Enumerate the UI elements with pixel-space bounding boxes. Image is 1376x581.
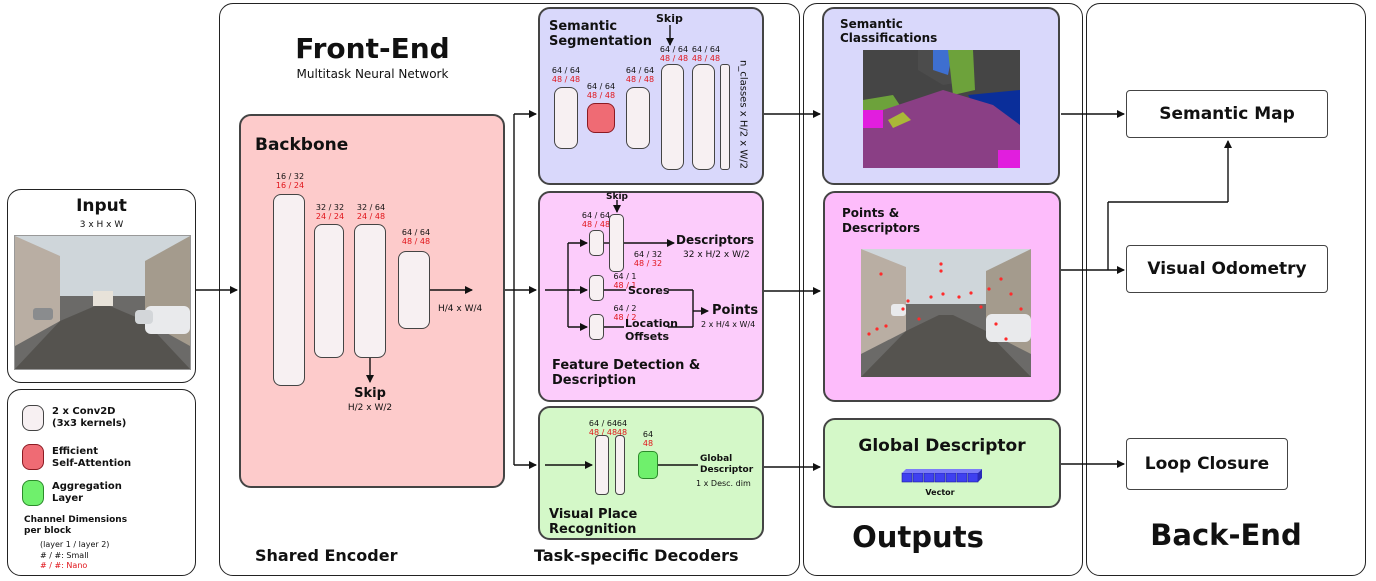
points-dims: 2 x H/4 x W/4: [701, 320, 756, 329]
points-image: [861, 249, 1031, 377]
descriptors-label: Descriptors: [676, 233, 755, 247]
vpr-decoder-title: Visual Place Recognition: [549, 507, 638, 537]
location-offsets-label: Location Offsets: [625, 317, 678, 343]
feature-block-1b: [609, 214, 624, 272]
outputs-title: Outputs: [852, 520, 984, 554]
semantic-map-box: [1126, 90, 1328, 138]
loop-closure-label: Loop Closure: [1144, 454, 1270, 474]
input-dims: 3 x H x W: [79, 220, 124, 230]
semantic-block-4: [661, 64, 684, 170]
feature-block-offsets: [589, 314, 604, 340]
loop-closure-box: [1126, 438, 1288, 490]
vector-label: Vector: [925, 488, 955, 497]
vpr-block-1: [595, 435, 609, 495]
legend-aggregation-label: Aggregation Layer: [52, 481, 122, 504]
vpr-aggregation-block: [638, 451, 658, 479]
scores-label: Scores: [628, 284, 670, 297]
feature-block-scores: [589, 275, 604, 301]
backbone-block-4: [398, 251, 430, 329]
semantic-segmentation-image: [863, 50, 1020, 168]
feature-skip-label: Skip: [606, 192, 628, 202]
legend-conv-label: 2 x Conv2D (3x3 kernels): [52, 406, 127, 429]
feature-decoder-title: Feature Detection & Description: [552, 358, 701, 388]
legend-aggregation-swatch: [22, 480, 44, 506]
semantic-block-1: [554, 87, 578, 149]
semantic-decoder-title: Semantic Segmentation: [549, 19, 652, 49]
descriptors-dims: 32 x H/2 x W/2: [683, 250, 750, 260]
visual-odometry-box: [1126, 245, 1328, 293]
points-output-title: Points & Descriptors: [842, 206, 921, 235]
decoders-label: Task-specific Decoders: [534, 546, 739, 565]
semantic-skip-label: Skip: [656, 12, 683, 25]
backbone-skip-dims: H/2 x W/2: [347, 403, 393, 413]
global-output-title: Global Descriptor: [858, 436, 1026, 456]
legend-channel-format: (layer 1 / layer 2): [40, 540, 110, 549]
feature-decoder-box: [538, 191, 764, 402]
legend-attention-label: Efficient Self-Attention: [52, 446, 132, 469]
semantic-map-label: Semantic Map: [1159, 104, 1295, 124]
legend-small: # / #: Small: [40, 551, 89, 560]
semantic-block-3: [626, 87, 650, 149]
semantic-output-title: Semantic Classifications: [840, 17, 938, 45]
visual-odometry-label: Visual Odometry: [1147, 259, 1307, 279]
backbone-output-dims: H/4 x W/4: [438, 304, 483, 314]
front-end-title: Front-End: [295, 32, 450, 65]
semantic-output-block: [720, 64, 730, 170]
global-output-box: [823, 418, 1061, 508]
vector-icon: [901, 469, 982, 483]
front-end-subtitle: Multitask Neural Network: [296, 67, 449, 81]
feature-block-1a: [589, 230, 604, 256]
vpr-block-2: [615, 435, 625, 495]
backbone-title: Backbone: [255, 135, 349, 155]
backbone-block-1: [273, 194, 305, 386]
points-label: Points: [712, 303, 759, 318]
back-end-title: Back-End: [1150, 518, 1302, 552]
semantic-block-5: [692, 64, 715, 170]
shared-encoder-label: Shared Encoder: [255, 546, 398, 565]
input-image: [14, 235, 191, 370]
legend-attention-swatch: [22, 444, 44, 470]
vpr-global-descriptor-label: Global Descriptor: [700, 454, 754, 475]
vpr-desc-dims: 1 x Desc. dim: [696, 479, 751, 488]
legend-nano: # / #: Nano: [40, 561, 88, 570]
legend-conv-swatch: [22, 405, 44, 431]
semantic-attention-block: [587, 103, 615, 133]
legend-channel-title: Channel Dimensions per block: [24, 515, 128, 536]
backbone-block-2: [314, 224, 344, 358]
input-title: Input: [76, 196, 127, 216]
backbone-block-3: [354, 224, 386, 358]
backbone-skip-label: Skip: [354, 386, 386, 401]
